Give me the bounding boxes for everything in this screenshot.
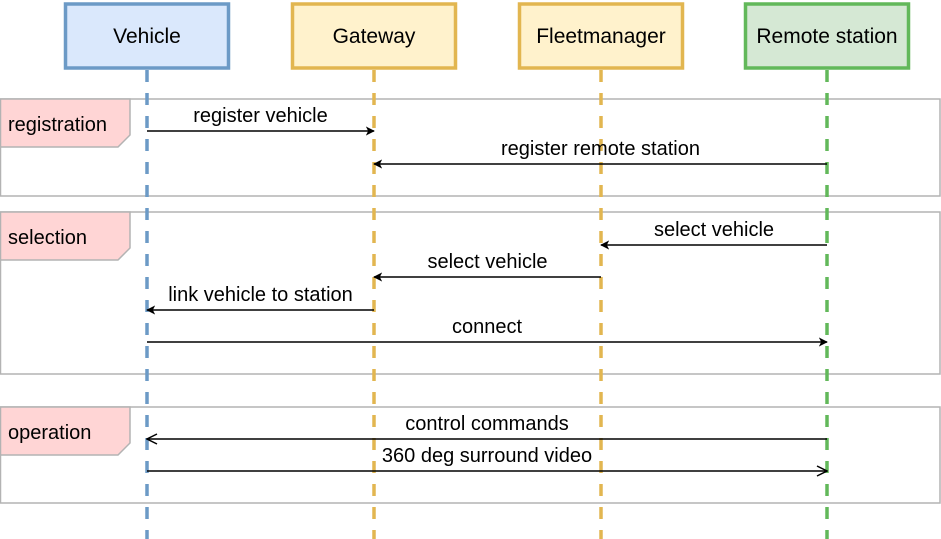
message-label: 360 deg surround video [382,445,592,467]
participant-box [290,2,458,70]
participant-vehicle: Vehicle [63,2,231,70]
lifelines [145,70,829,539]
message-label: register remote station [501,138,700,160]
message-4: link vehicle to station [146,284,374,315]
message-label: link vehicle to station [168,284,353,306]
message-label: select vehicle [427,251,547,273]
participant-box [517,2,685,70]
message-7: 360 deg surround video [147,445,827,471]
participant-box [743,2,911,70]
participant-label: Remote station [756,25,897,48]
phase-selection: selection [0,211,941,375]
message-label: control commands [405,413,568,435]
message-0: register vehicle [147,105,375,136]
message-5: connect [147,316,828,347]
participant-label: Gateway [333,25,416,48]
phase-label: selection [8,227,87,249]
phase-frames: registration selection operation [0,98,941,504]
message-label: select vehicle [654,219,774,241]
participants: Vehicle Gateway Fleetmanager Remote station [63,2,911,70]
participant-label: Vehicle [113,25,181,48]
message-label: connect [452,316,522,338]
participant-remote: Remote station [743,2,911,70]
participant-gateway: Gateway [290,2,458,70]
phase-label: operation [8,422,91,444]
message-2: select vehicle [600,219,827,250]
phase-tab [0,406,131,456]
phase-registration: registration [0,98,941,197]
participant-fleetmanager: Fleetmanager [517,2,685,70]
message-label: register vehicle [193,105,328,127]
participant-box [63,2,231,70]
phase-frame [0,98,941,197]
messages: register vehicle register remote station s… [147,105,827,471]
phase-operation: operation [0,406,941,504]
phase-tab [0,211,131,261]
message-3: select vehicle [373,251,601,282]
phase-tab [0,98,131,148]
participant-label: Fleetmanager [536,25,666,48]
message-6: control commands [147,413,827,439]
phase-frame [0,211,941,375]
phase-label: registration [8,114,107,136]
message-1: register remote station [373,138,827,169]
